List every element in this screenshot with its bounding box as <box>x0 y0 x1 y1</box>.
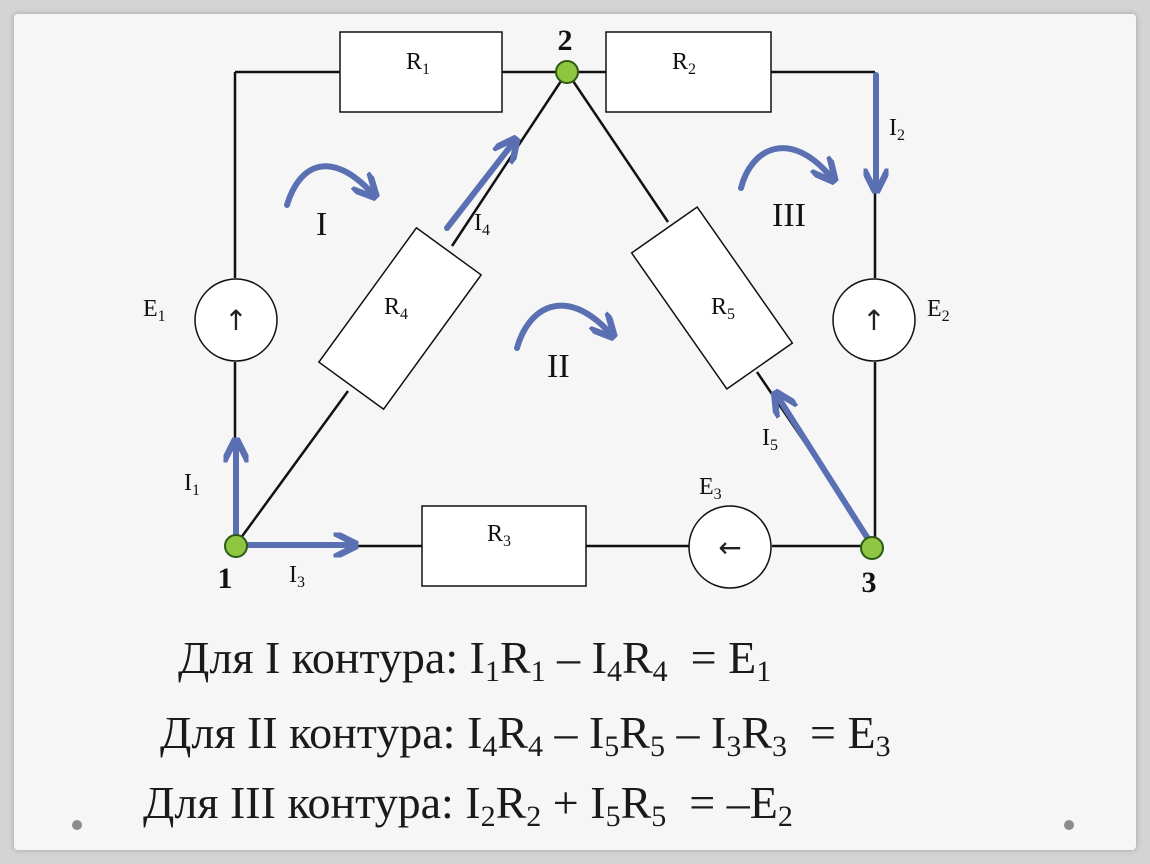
source-e3-label: E3 <box>699 474 722 503</box>
resistor-r1-label: R1 <box>406 49 430 78</box>
source-e2-label: E2 <box>927 296 950 325</box>
wire-diag-right-upper <box>565 71 670 223</box>
equation-term: R <box>741 707 772 758</box>
nodes <box>224 60 884 560</box>
equation-subscript: 3 <box>875 730 891 763</box>
equation-subscript: 3 <box>772 730 787 763</box>
equation-subscript: 2 <box>777 800 793 833</box>
current-i5-arrow-icon <box>778 397 873 545</box>
equation-term: R <box>620 777 652 828</box>
equation-subscript: 4 <box>652 655 668 688</box>
equation-term: R <box>621 632 653 683</box>
loop-3-arrow-icon <box>738 145 831 191</box>
resistor-r4-label: R4 <box>384 294 408 323</box>
source-e1-label: E1 <box>143 296 166 325</box>
loop-arrows <box>284 145 831 351</box>
current-i5-label: I5 <box>762 425 778 454</box>
equation-term: – <box>545 632 592 683</box>
loop-2-label: II <box>547 348 570 385</box>
equation-loop-2: Для II контура: I4R4 – I5R5 – I3R3 = E3 <box>160 703 891 763</box>
equation-term: = <box>667 632 729 683</box>
source-e2 <box>832 278 916 362</box>
loop-2-arrow-icon <box>514 302 610 351</box>
current-arrows <box>236 72 876 546</box>
equation-term: R <box>499 632 531 683</box>
equation-term: R <box>619 707 650 758</box>
resistor-r5 <box>630 206 794 390</box>
source-e3 <box>688 505 772 589</box>
equation-subscript: 4 <box>606 655 622 688</box>
equation-loop-3: Для III контура: I2R2 + I5R5 = –E2 <box>143 773 793 833</box>
node-3-label: 3 <box>862 566 877 599</box>
equation-term: + <box>541 777 591 828</box>
node-1-label: 1 <box>218 562 233 595</box>
equation-term: E <box>847 707 876 758</box>
current-i3-label: I3 <box>289 562 305 591</box>
equation-prefix: Для III контура: <box>143 777 466 828</box>
equation-subscript: 1 <box>756 655 772 688</box>
equation-term: I <box>710 707 727 758</box>
slide <box>14 14 1136 850</box>
sources <box>194 278 916 589</box>
node-2-label: 2 <box>558 24 573 57</box>
equation-term: E <box>749 777 778 828</box>
resistor-r2 <box>605 31 772 113</box>
source-e3-arrow: ← <box>718 531 741 564</box>
loop-3-label: III <box>772 197 806 234</box>
equation-subscript: 4 <box>527 730 543 763</box>
equation-term: I <box>469 632 485 683</box>
loop-1-label: I <box>316 206 327 243</box>
equation-subscript: 5 <box>649 730 665 763</box>
node-2 <box>555 60 579 84</box>
resistor-r2-label: R2 <box>672 49 696 78</box>
resistor-r1 <box>339 31 503 113</box>
equation-prefix: Для I контура: <box>178 632 470 683</box>
wire-diag-left-lower <box>233 390 350 547</box>
equation-term: I <box>465 777 481 828</box>
source-e1-arrow: ↑ <box>224 304 247 337</box>
equation-term: R <box>495 777 527 828</box>
resistor-r5-label: R5 <box>711 294 735 323</box>
equation-term: I <box>591 632 607 683</box>
equation-subscript: 3 <box>726 730 742 763</box>
resistors <box>317 31 794 587</box>
equation-term: I <box>590 777 606 828</box>
equation-prefix: Для II контура: <box>160 707 467 758</box>
equation-term: I <box>466 707 483 758</box>
equation-subscript: 5 <box>605 800 621 833</box>
source-e2-arrow: ↑ <box>862 304 885 337</box>
equation-subscript: 1 <box>530 655 546 688</box>
equation-subscript: 2 <box>526 800 542 833</box>
resistor-r4 <box>317 226 483 411</box>
node-3 <box>860 536 884 560</box>
slide-corner-dot-left <box>72 820 82 830</box>
resistor-r3-label: R3 <box>487 521 511 550</box>
current-i4-arrow-icon <box>444 143 513 231</box>
equation-term: – <box>542 707 589 758</box>
equation-term: I <box>588 707 605 758</box>
equation-subscript: 5 <box>604 730 620 763</box>
equation-term: R <box>497 707 528 758</box>
current-i4-label: I4 <box>474 210 490 239</box>
equation-subscript: 4 <box>482 730 498 763</box>
equation-subscript: 5 <box>651 800 667 833</box>
slide-corner-dot-right <box>1064 820 1074 830</box>
equation-term: = – <box>666 777 750 828</box>
equation-subscript: 2 <box>480 800 496 833</box>
current-i2-label: I2 <box>889 115 905 144</box>
loop-1-arrow-icon <box>284 163 372 208</box>
node-1 <box>224 534 248 558</box>
current-i1-label: I1 <box>184 470 200 499</box>
equation-term: E <box>728 632 757 683</box>
equation-subscript: 1 <box>484 655 500 688</box>
resistor-r3 <box>421 505 587 587</box>
equation-term: – <box>664 707 711 758</box>
equation-loop-1: Для I контура: I1R1 – I4R4 = E1 <box>178 628 771 688</box>
equation-term: = <box>787 707 848 758</box>
source-e1 <box>194 278 278 362</box>
